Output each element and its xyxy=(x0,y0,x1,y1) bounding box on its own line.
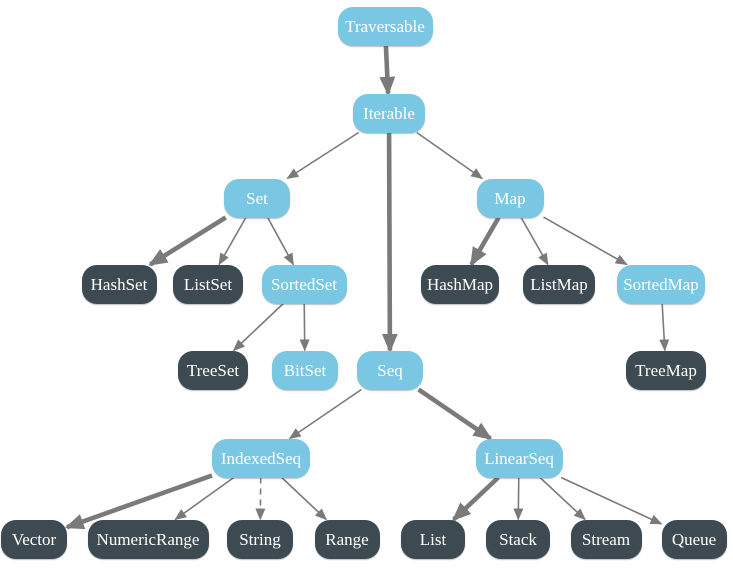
edge-traversable-iterable xyxy=(379,45,396,96)
edge-map-sortedmap xyxy=(543,216,628,266)
edge-linearseq-stack xyxy=(513,477,524,521)
node-string[interactable]: String xyxy=(227,519,293,559)
node-sortedmap[interactable]: SortedMap xyxy=(617,264,705,304)
edge-indexedseq-vector xyxy=(64,473,213,530)
node-bitset[interactable]: BitSet xyxy=(272,350,338,390)
node-numericrange[interactable]: NumericRange xyxy=(87,519,209,559)
node-iterable[interactable]: Iterable xyxy=(353,93,425,133)
edge-indexedseq-string xyxy=(255,477,266,521)
node-map[interactable]: Map xyxy=(476,178,544,218)
node-stack[interactable]: Stack xyxy=(486,519,550,559)
node-hashset[interactable]: HashSet xyxy=(81,264,157,304)
node-treemap[interactable]: TreeMap xyxy=(626,350,706,390)
node-treeset[interactable]: TreeSet xyxy=(178,350,248,390)
edge-set-listset xyxy=(218,217,247,266)
node-indexedseq[interactable]: IndexedSeq xyxy=(212,438,310,478)
edge-seq-linearseq xyxy=(417,387,493,441)
edge-set-sortedset xyxy=(266,217,295,266)
node-range[interactable]: Range xyxy=(314,519,380,559)
edge-indexedseq-range xyxy=(281,476,328,521)
node-seq[interactable]: Seq xyxy=(357,350,423,390)
edge-linearseq-stream xyxy=(539,476,586,521)
node-stream[interactable]: Stream xyxy=(570,519,642,559)
edge-map-listmap xyxy=(520,217,549,266)
edge-iterable-set xyxy=(286,131,360,180)
node-vector[interactable]: Vector xyxy=(1,519,67,559)
node-listset[interactable]: ListSet xyxy=(173,264,243,304)
node-listmap[interactable]: ListMap xyxy=(523,264,595,304)
edge-iterable-map xyxy=(416,131,484,180)
edges-group xyxy=(64,45,670,530)
edge-linearseq-list xyxy=(451,475,500,522)
node-linearseq[interactable]: LinearSeq xyxy=(475,438,563,478)
node-traversable[interactable]: Traversable xyxy=(337,6,433,46)
node-set[interactable]: Set xyxy=(224,178,290,218)
edge-set-hashset xyxy=(148,215,227,267)
node-hashmap[interactable]: HashMap xyxy=(421,264,499,304)
edge-indexedseq-numericrange xyxy=(174,476,235,521)
edge-seq-indexedseq xyxy=(288,388,362,440)
node-list[interactable]: List xyxy=(401,519,465,559)
edge-sortedset-treeset xyxy=(232,302,284,352)
edge-linearseq-queue xyxy=(560,476,663,525)
edge-map-hashmap xyxy=(469,216,501,267)
node-queue[interactable]: Queue xyxy=(661,519,727,559)
node-sortedset[interactable]: SortedSet xyxy=(261,264,347,304)
edge-sortedset-bitset xyxy=(299,303,310,352)
edge-sortedmap-treemap xyxy=(659,303,670,352)
edge-iterable-seq xyxy=(381,132,398,353)
